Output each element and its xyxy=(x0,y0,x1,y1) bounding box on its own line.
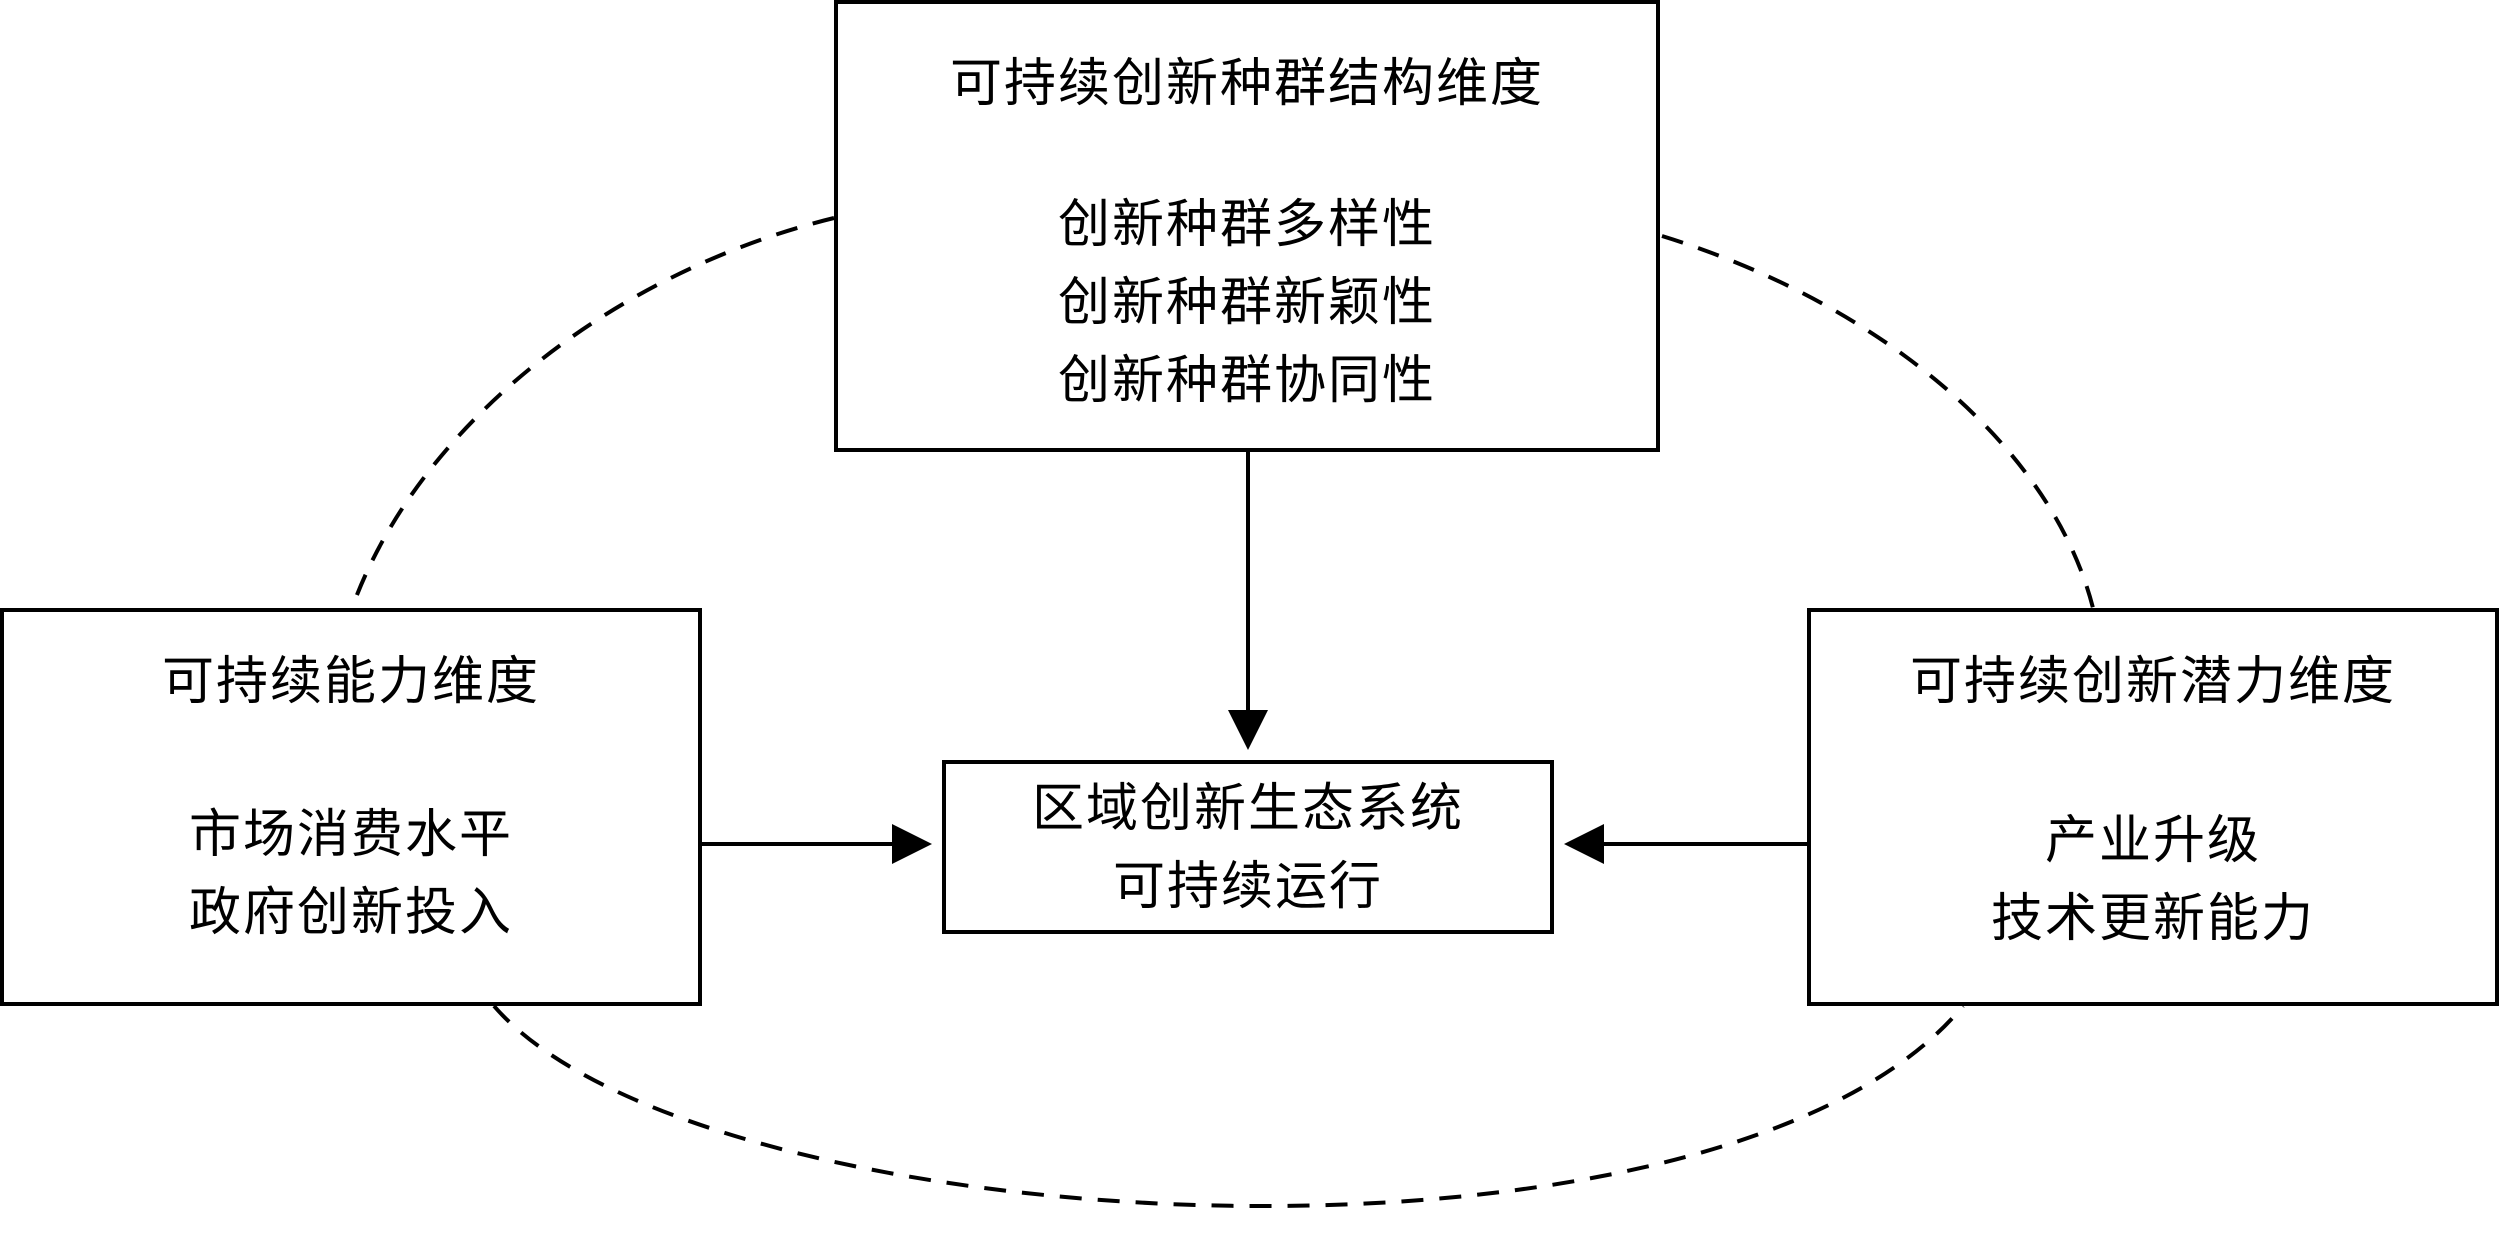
capability-dimension-items: 市场消费水平 政府创新投入 xyxy=(4,796,698,952)
structure-dimension-items: 创新种群多样性 创新种群新颖性 创新种群协同性 xyxy=(838,186,1656,420)
potential-item: 技术更新能力 xyxy=(1990,889,2315,949)
capability-item: 政府创新投入 xyxy=(188,883,513,943)
structure-item: 创新种群多样性 xyxy=(1057,195,1436,255)
structure-dimension-box: 可持续创新种群结构维度 创新种群多样性 创新种群新颖性 创新种群协同性 xyxy=(834,0,1660,452)
potential-dimension-title: 可持续创新潜力维度 xyxy=(1909,652,2396,712)
potential-dimension-items: 产业升级 技术更新能力 xyxy=(1811,802,2495,958)
center-line: 区域创新生态系统 xyxy=(1031,779,1464,839)
structure-item: 创新种群协同性 xyxy=(1057,351,1436,411)
dashed-ring-top-right xyxy=(1661,234,2095,609)
capability-item: 市场消费水平 xyxy=(188,805,513,865)
dashed-ring-top-left xyxy=(350,216,835,609)
dashed-ring-bottom xyxy=(492,1004,1965,1209)
potential-dimension-box: 可持续创新潜力维度 产业升级 技术更新能力 xyxy=(1807,608,2499,1006)
structure-item: 创新种群新颖性 xyxy=(1057,273,1436,333)
center-line: 可持续运行 xyxy=(1112,857,1383,917)
capability-dimension-box: 可持续能力维度 市场消费水平 政府创新投入 xyxy=(0,608,702,1006)
potential-item: 产业升级 xyxy=(2044,811,2261,871)
structure-dimension-title: 可持续创新种群结构维度 xyxy=(949,54,1544,114)
center-system-box: 区域创新生态系统 可持续运行 xyxy=(942,760,1554,934)
capability-dimension-title: 可持续能力维度 xyxy=(161,652,540,712)
